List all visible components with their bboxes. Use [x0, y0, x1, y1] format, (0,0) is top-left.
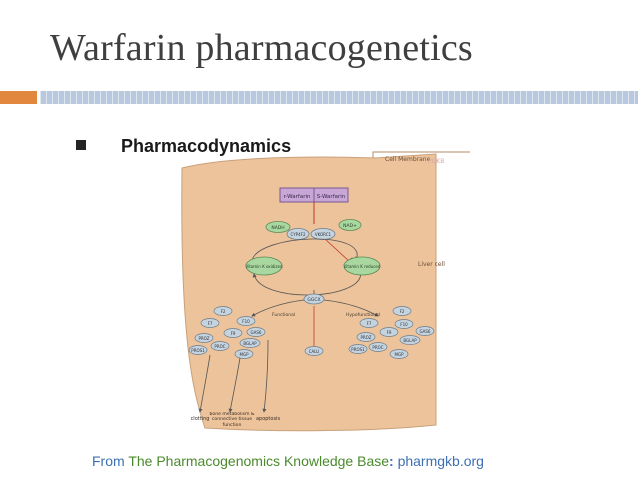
svg-text:BGLAP: BGLAP [243, 341, 257, 346]
left-factor-pros1 [188, 345, 208, 355]
svg-text:PROS1: PROS1 [351, 347, 365, 352]
svg-text:F2: F2 [221, 309, 226, 314]
svg-text:MGP: MGP [240, 352, 250, 357]
title-rule-accent [0, 91, 37, 104]
svg-text:F2: F2 [400, 309, 405, 314]
source-caption: From The Pharmacogenomics Knowledge Base… [92, 453, 484, 469]
right-factor-proc [368, 342, 388, 352]
outcome-bone: bone metabolism & connective tissue func… [209, 412, 254, 428]
pathway-svg: Cell Membrane PGKB Liver cell r-Warfarin… [181, 151, 470, 432]
caption-url: pharmgkb.org [397, 453, 484, 469]
svg-text:BGLAP: BGLAP [403, 338, 417, 343]
svg-text:F10: F10 [400, 322, 408, 327]
right-factor-f7 [359, 318, 379, 328]
svg-text:CALU: CALU [309, 349, 320, 354]
svg-text:Vitamin K reduced: Vitamin K reduced [344, 264, 381, 269]
outcome-clotting: clotting [191, 416, 210, 422]
svg-text:NADH: NADH [271, 225, 284, 231]
right-factor-f2 [392, 306, 412, 316]
svg-text:F10: F10 [242, 319, 250, 324]
functional-label: Functional [272, 312, 295, 318]
outcome-apoptosis: apoptosis [256, 416, 280, 422]
cell-membrane-line [372, 151, 470, 158]
right-factor-cluster: F2 F7 F10 F9 GAS6 PROZ PROS1 PROC BGLAP … [348, 306, 435, 359]
svg-text:VKORC1: VKORC1 [315, 232, 332, 237]
svg-text:PROC: PROC [372, 345, 383, 350]
caption-source: The Pharmacogenomics Knowledge Base [128, 453, 390, 469]
bullet-text: Pharmacodynamics [121, 136, 292, 156]
left-factor-f2 [213, 306, 233, 316]
node-calu [304, 346, 324, 356]
right-factor-gas6 [415, 326, 435, 336]
hypofunctional-label: Hypofunctional [346, 312, 380, 318]
slide-title: Warfarin pharmacogenetics [50, 27, 473, 69]
svg-text:GGCX: GGCX [307, 297, 320, 303]
bullet-square-icon [76, 140, 86, 150]
left-factor-bglap [239, 338, 261, 348]
liver-cell-shape [181, 153, 437, 432]
pgkb-logo: PGKB [428, 158, 444, 165]
svg-text:F7: F7 [208, 321, 213, 326]
left-factor-f9 [223, 328, 243, 338]
left-factor-f7 [200, 318, 220, 328]
svg-text:F9: F9 [387, 330, 392, 335]
left-factor-f10 [236, 316, 256, 326]
svg-text:MGP: MGP [395, 352, 405, 357]
cell-membrane-label: Cell Membrane [385, 156, 431, 163]
title-rule-bar [40, 91, 638, 104]
left-factor-cluster: F2 F10 F7 F9 GAS6 PROZ PROC BGLAP PROS1 … [188, 306, 266, 359]
node-nadh [265, 221, 291, 233]
right-factor-f9 [379, 327, 399, 337]
r-warfarin-label: r-Warfarin [284, 194, 311, 200]
right-factor-pros1 [348, 344, 368, 354]
svg-text:PROS1: PROS1 [191, 348, 205, 353]
svg-text:PROZ: PROZ [198, 336, 209, 341]
right-factor-mgp [389, 349, 409, 359]
right-factor-proz [356, 332, 376, 342]
right-factor-bglap [399, 335, 421, 345]
svg-text:PROC: PROC [214, 344, 225, 349]
svg-text:PROZ: PROZ [360, 335, 371, 340]
node-vitamin-k-oxidized [245, 256, 283, 276]
left-factor-proc [210, 341, 230, 351]
right-factor-f10 [394, 319, 414, 329]
svg-text:CYP4F2: CYP4F2 [291, 232, 306, 237]
liver-cell-label: Liver cell [418, 261, 445, 268]
caption-separator: : [389, 453, 394, 469]
svg-text:NAD+: NAD+ [343, 223, 357, 229]
svg-text:F9: F9 [231, 331, 236, 336]
left-factor-proz [194, 333, 214, 343]
svg-text:Vitamin K oxidized: Vitamin K oxidized [245, 264, 283, 269]
node-nadp [338, 219, 362, 231]
caption-from: From [92, 453, 125, 469]
left-factor-mgp [234, 349, 254, 359]
left-factor-gas6 [246, 327, 266, 337]
node-vitamin-k-reduced [343, 256, 381, 276]
node-ggcx [303, 293, 325, 305]
s-warfarin-label: S-Warfarin [317, 194, 346, 200]
svg-text:F7: F7 [367, 321, 372, 326]
warfarin-pathway-diagram: Cell Membrane PGKB Liver cell r-Warfarin… [170, 150, 470, 440]
svg-text:GAS6: GAS6 [420, 329, 431, 334]
svg-text:GAS6: GAS6 [251, 330, 262, 335]
